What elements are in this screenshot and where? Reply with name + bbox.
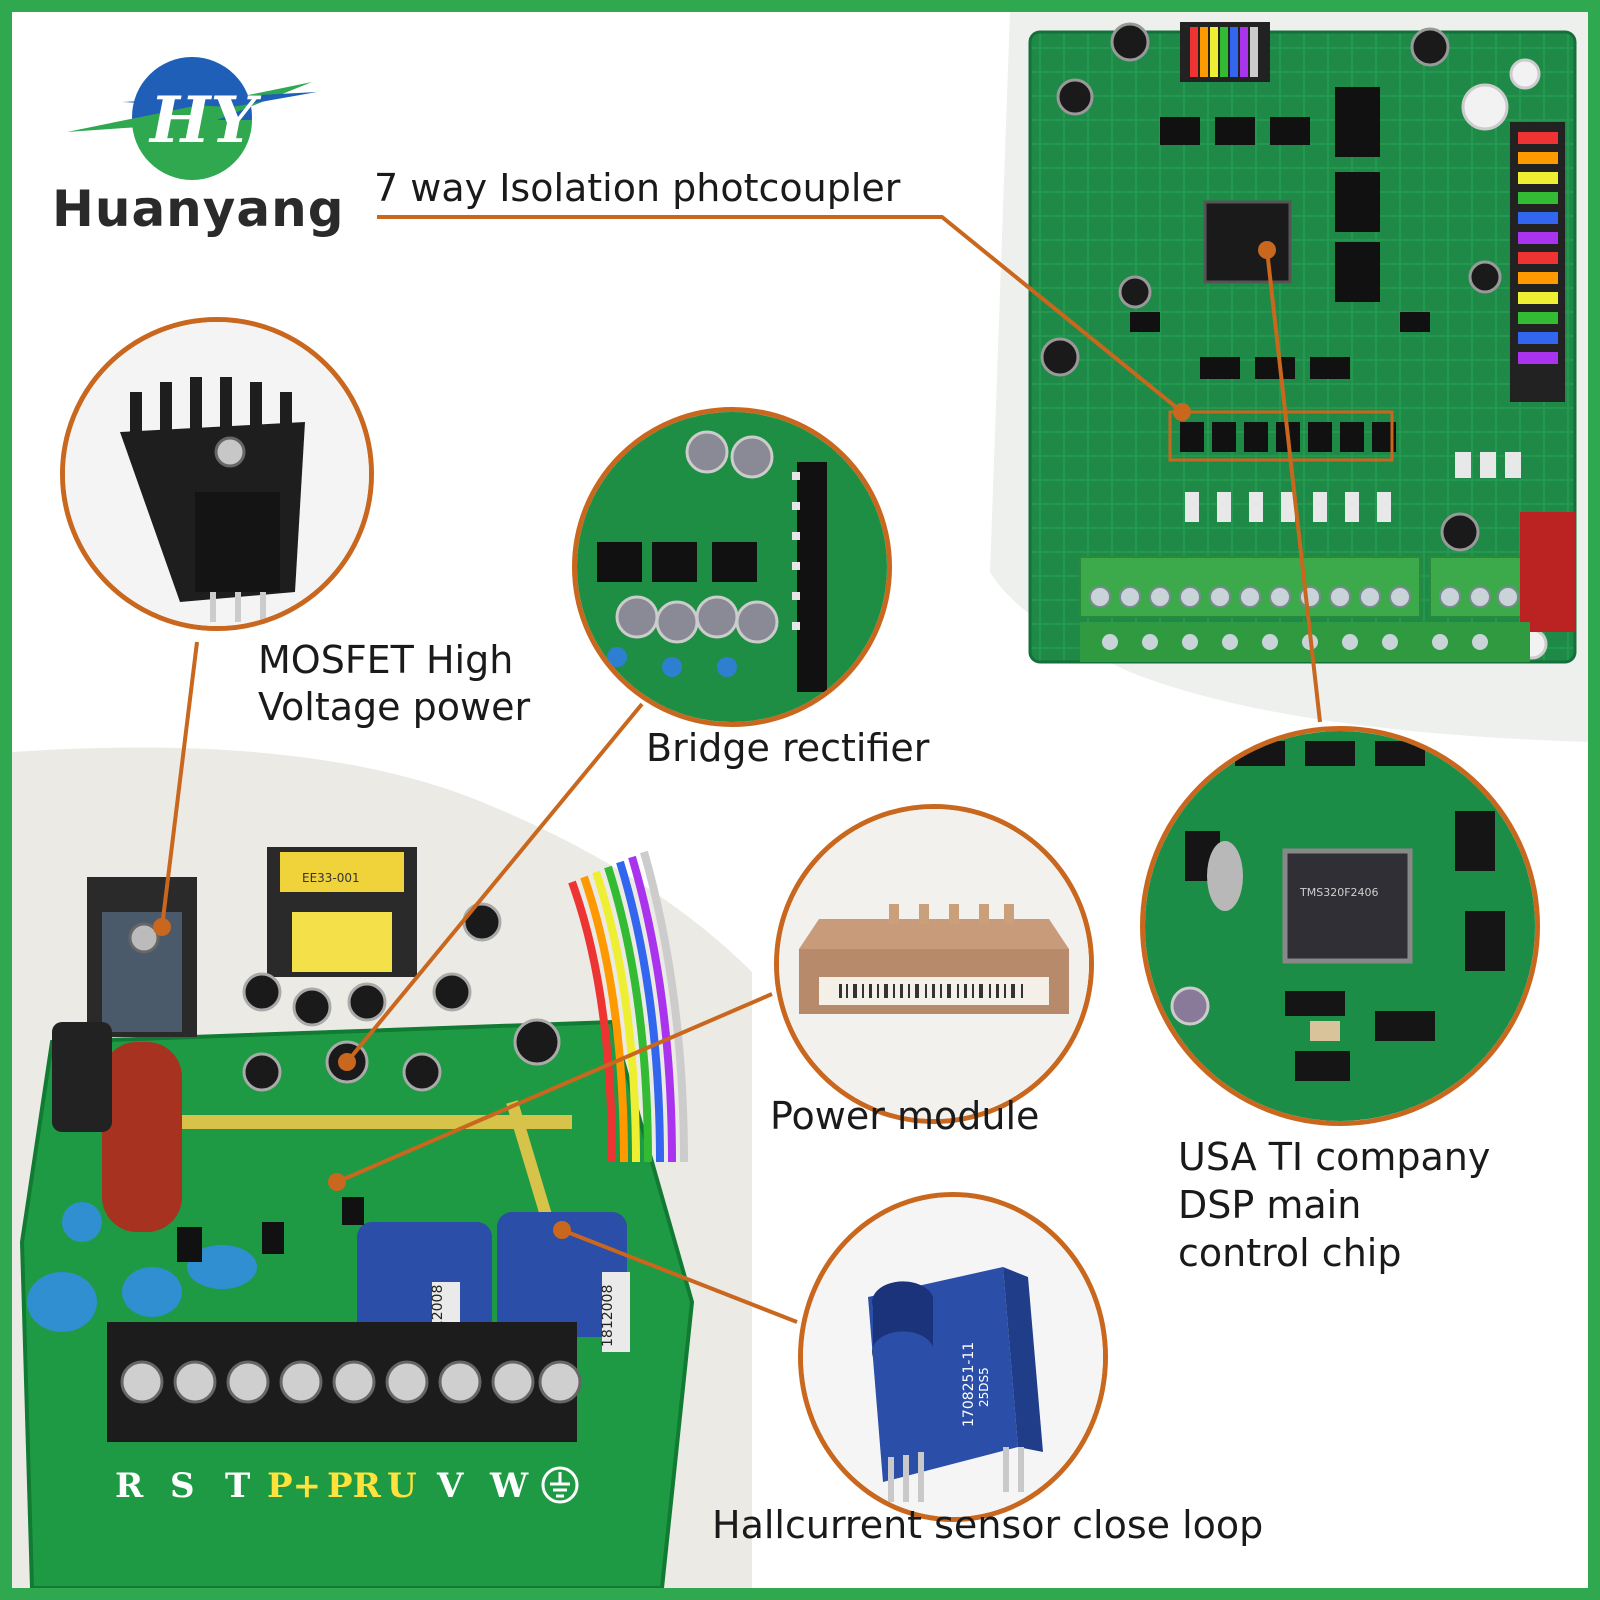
dsp-chip-marking: TMS320F2406 [1299, 886, 1379, 899]
hall-sensor-callout-circle: 1708251-11 25DS5 [798, 1192, 1108, 1522]
power-module-photo [779, 809, 1089, 1119]
control-board-photo [990, 12, 1588, 742]
sensor-b-marking: 1812008 [600, 1285, 616, 1347]
dsp-callout-circle: TMS320F2406 [1140, 726, 1540, 1126]
dsp-chip-photo: TMS320F2406 [1145, 731, 1535, 1121]
inverter-board-photo: EE33-001 1812008 [12, 747, 752, 1588]
hall-sensor-photo: 1708251-11 25DS5 [803, 1197, 1103, 1517]
dsp-label-line1: USA TI company [1178, 1135, 1491, 1179]
terminal-v: V [436, 1466, 464, 1506]
mosfet-label-line2: Voltage power [258, 685, 531, 729]
mosfet-callout-circle [60, 317, 374, 631]
hall-part-marking: 1708251-11 [961, 1342, 977, 1427]
brand-name: Huanyang [52, 180, 345, 238]
transformer-marking: EE33-001 [302, 871, 360, 885]
ground-icon [541, 1466, 579, 1504]
terminal-pr: PR [327, 1466, 382, 1506]
bridge-rectifier-callout-circle [572, 407, 892, 727]
bridge-rectifier-photo [577, 412, 887, 722]
terminal-w: W [489, 1466, 529, 1506]
terminal-r: R [115, 1466, 144, 1506]
dsp-label-line3: control chip [1178, 1231, 1402, 1275]
terminal-u: U [387, 1466, 417, 1506]
power-module-callout-circle [774, 804, 1094, 1124]
terminal-s: S [170, 1466, 195, 1506]
huanyang-logo-icon: HY [67, 57, 317, 180]
hall-model-marking: 25DS5 [977, 1367, 991, 1407]
power-module-label: Power module [770, 1094, 1040, 1138]
mosfet-photo [65, 322, 369, 626]
terminal-t: T [225, 1466, 250, 1506]
product-infographic: EE33-001 1812008 [12, 12, 1588, 1588]
hall-sensor-label: Hallcurrent sensor close loop [712, 1503, 1264, 1547]
terminal-p-plus: P+ [267, 1466, 321, 1506]
bridge-rectifier-label: Bridge rectifier [646, 726, 930, 770]
logo-monogram: HY [148, 83, 261, 158]
dsp-label-line2: DSP main [1178, 1183, 1362, 1227]
mosfet-label-line1: MOSFET High [258, 638, 514, 682]
isolation-photocoupler-label: 7 way Isolation photcoupler [374, 166, 901, 210]
